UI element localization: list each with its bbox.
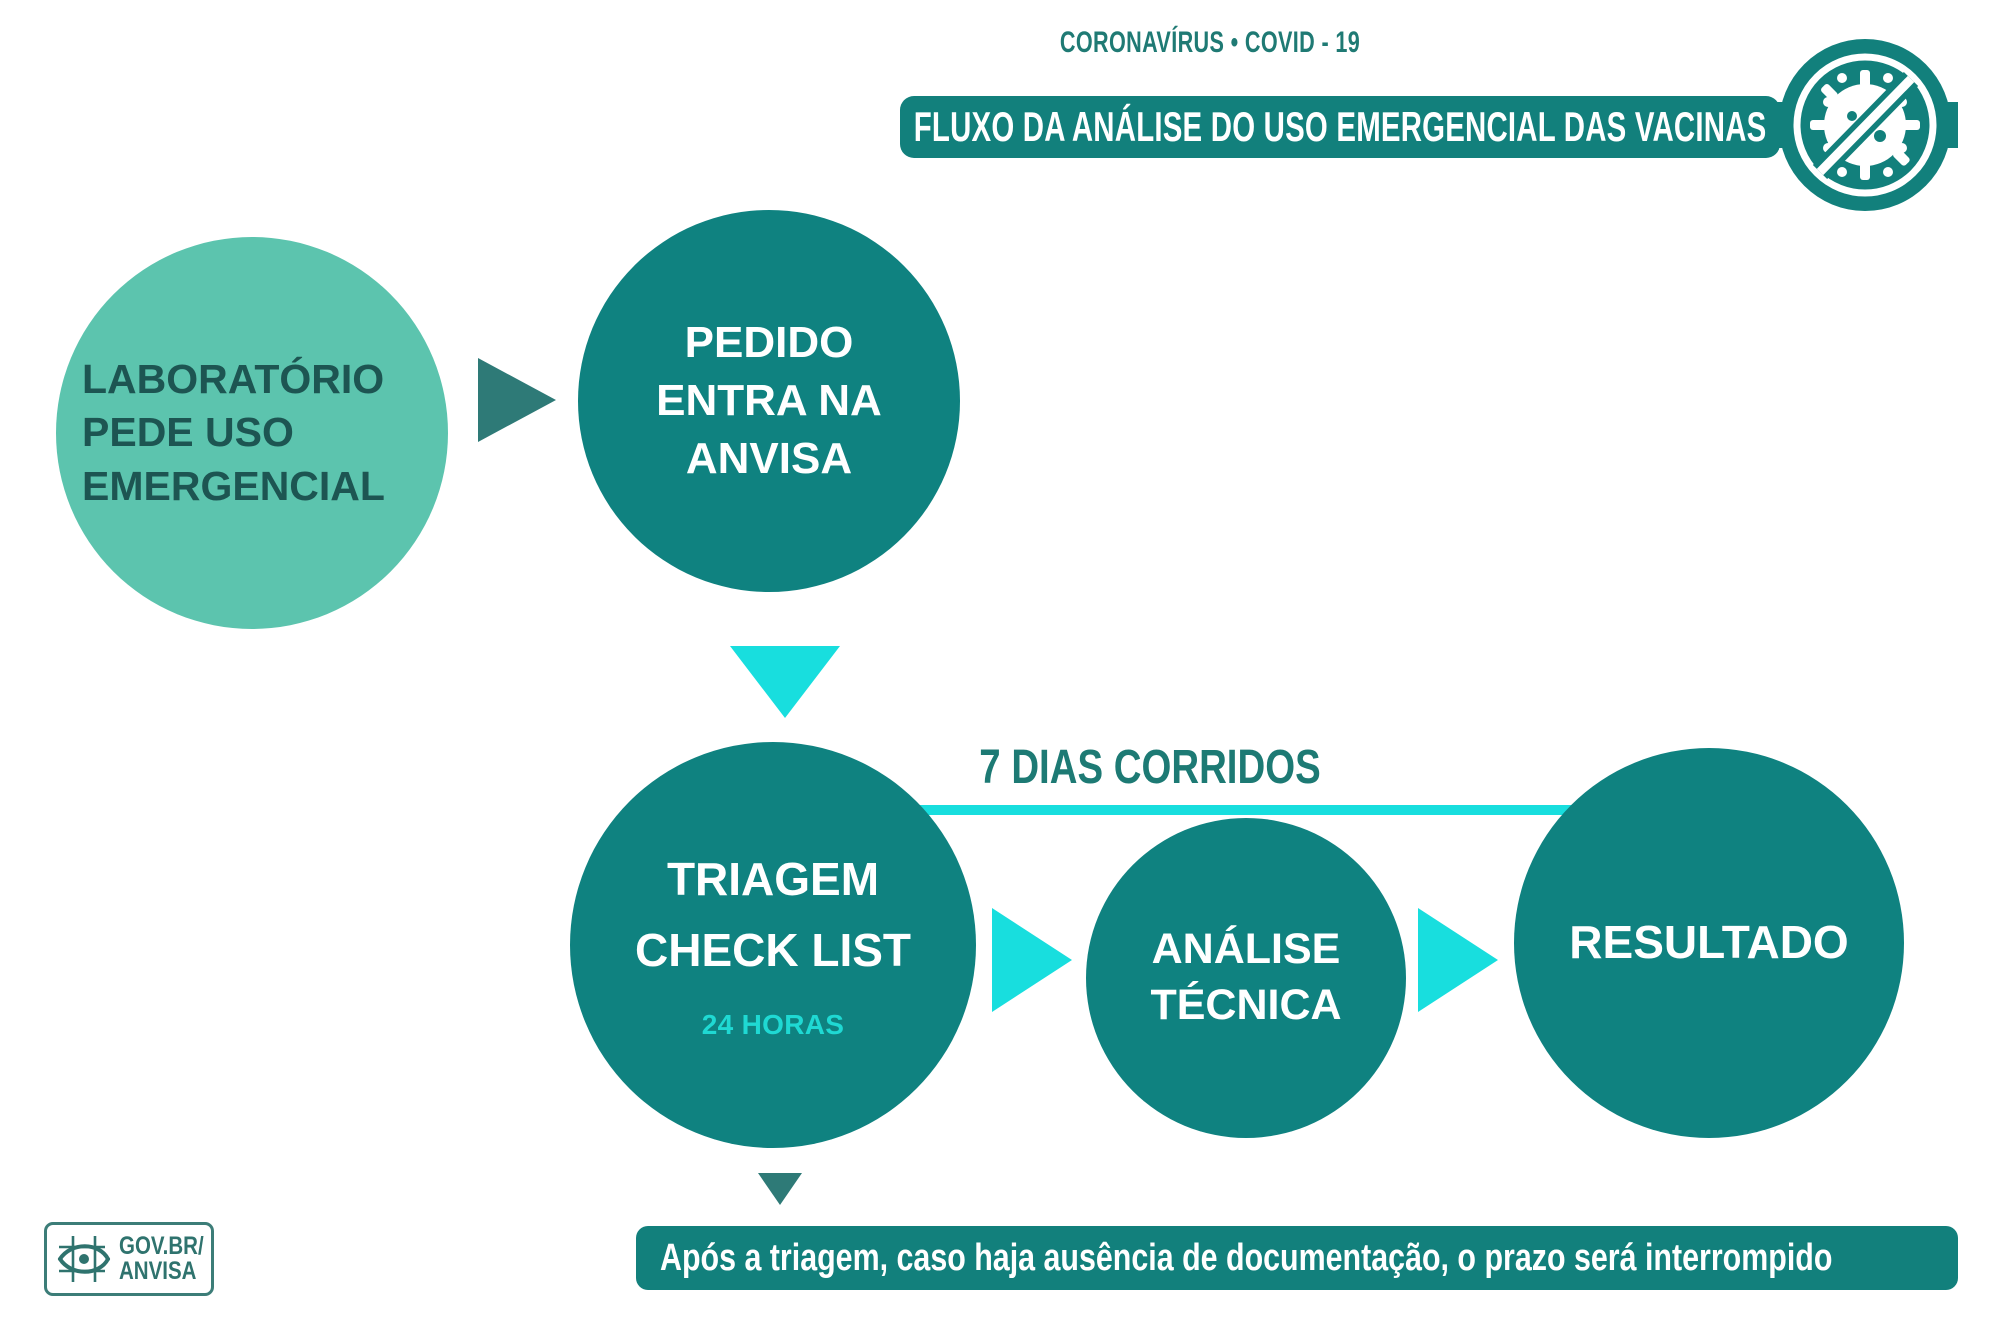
govbr-anvisa-wordmark: GOV.BR/ ANVISA (119, 1231, 204, 1285)
govbr-line2: ANVISA (119, 1257, 197, 1285)
span-line (782, 805, 1722, 815)
arrow-triagem-to-analise-icon (992, 908, 1072, 1012)
step-laboratorio-line2: PEDE USO (82, 409, 294, 456)
govbr-line1: GOV.BR/ (119, 1231, 204, 1260)
step-laboratorio-line3: EMERGENCIAL (82, 462, 385, 509)
step-analise-line2: TÉCNICA (1150, 981, 1342, 1029)
step-resultado[interactable]: RESULTADO (1514, 748, 1904, 1138)
step-pedido[interactable]: PEDIDO ENTRA NA ANVISA (578, 210, 960, 592)
arrow-laboratorio-to-pedido-icon (478, 358, 556, 442)
note-banner: Após a triagem, caso haja ausência de do… (636, 1226, 1958, 1290)
step-pedido-line2: ENTRA NA (656, 375, 882, 425)
step-triagem[interactable]: TRIAGEM CHECK LIST 24 HORAS (570, 742, 976, 1148)
no-virus-icon (1772, 32, 1958, 218)
step-triagem-line2: CHECK LIST (635, 924, 911, 977)
step-pedido-line1: PEDIDO (684, 317, 854, 367)
step-laboratorio-line1: LABORATÓRIO (82, 356, 385, 403)
arrow-analise-to-resultado-icon (1418, 908, 1498, 1012)
note-text: Após a triagem, caso haja ausência de do… (660, 1236, 1833, 1279)
govbr-anvisa-logo: GOV.BR/ ANVISA (44, 1222, 214, 1296)
arrow-triagem-to-note-icon (758, 1173, 802, 1205)
step-analise-line1: ANÁLISE (1151, 925, 1341, 974)
arrow-pedido-to-triagem-icon (730, 646, 840, 718)
span-label-7-dias: 7 DIAS CORRIDOS (979, 741, 1321, 794)
header-kicker: CORONAVÍRUS • COVID - 19 (1059, 26, 1361, 59)
anvisa-eye-icon (55, 1233, 113, 1285)
step-triagem-line1: TRIAGEM (666, 853, 880, 905)
step-analise-tecnica[interactable]: ANÁLISE TÉCNICA (1086, 818, 1406, 1138)
header-title-banner: FLUXO DA ANÁLISE DO USO EMERGENCIAL DAS … (900, 96, 1780, 158)
page-title: FLUXO DA ANÁLISE DO USO EMERGENCIAL DAS … (913, 103, 1767, 150)
step-resultado-line1: RESULTADO (1569, 916, 1849, 969)
step-laboratorio[interactable]: LABORATÓRIO PEDE USO EMERGENCIAL (56, 237, 448, 629)
step-triagem-duration: 24 HORAS (701, 1008, 845, 1040)
step-pedido-line3: ANVISA (685, 434, 853, 484)
